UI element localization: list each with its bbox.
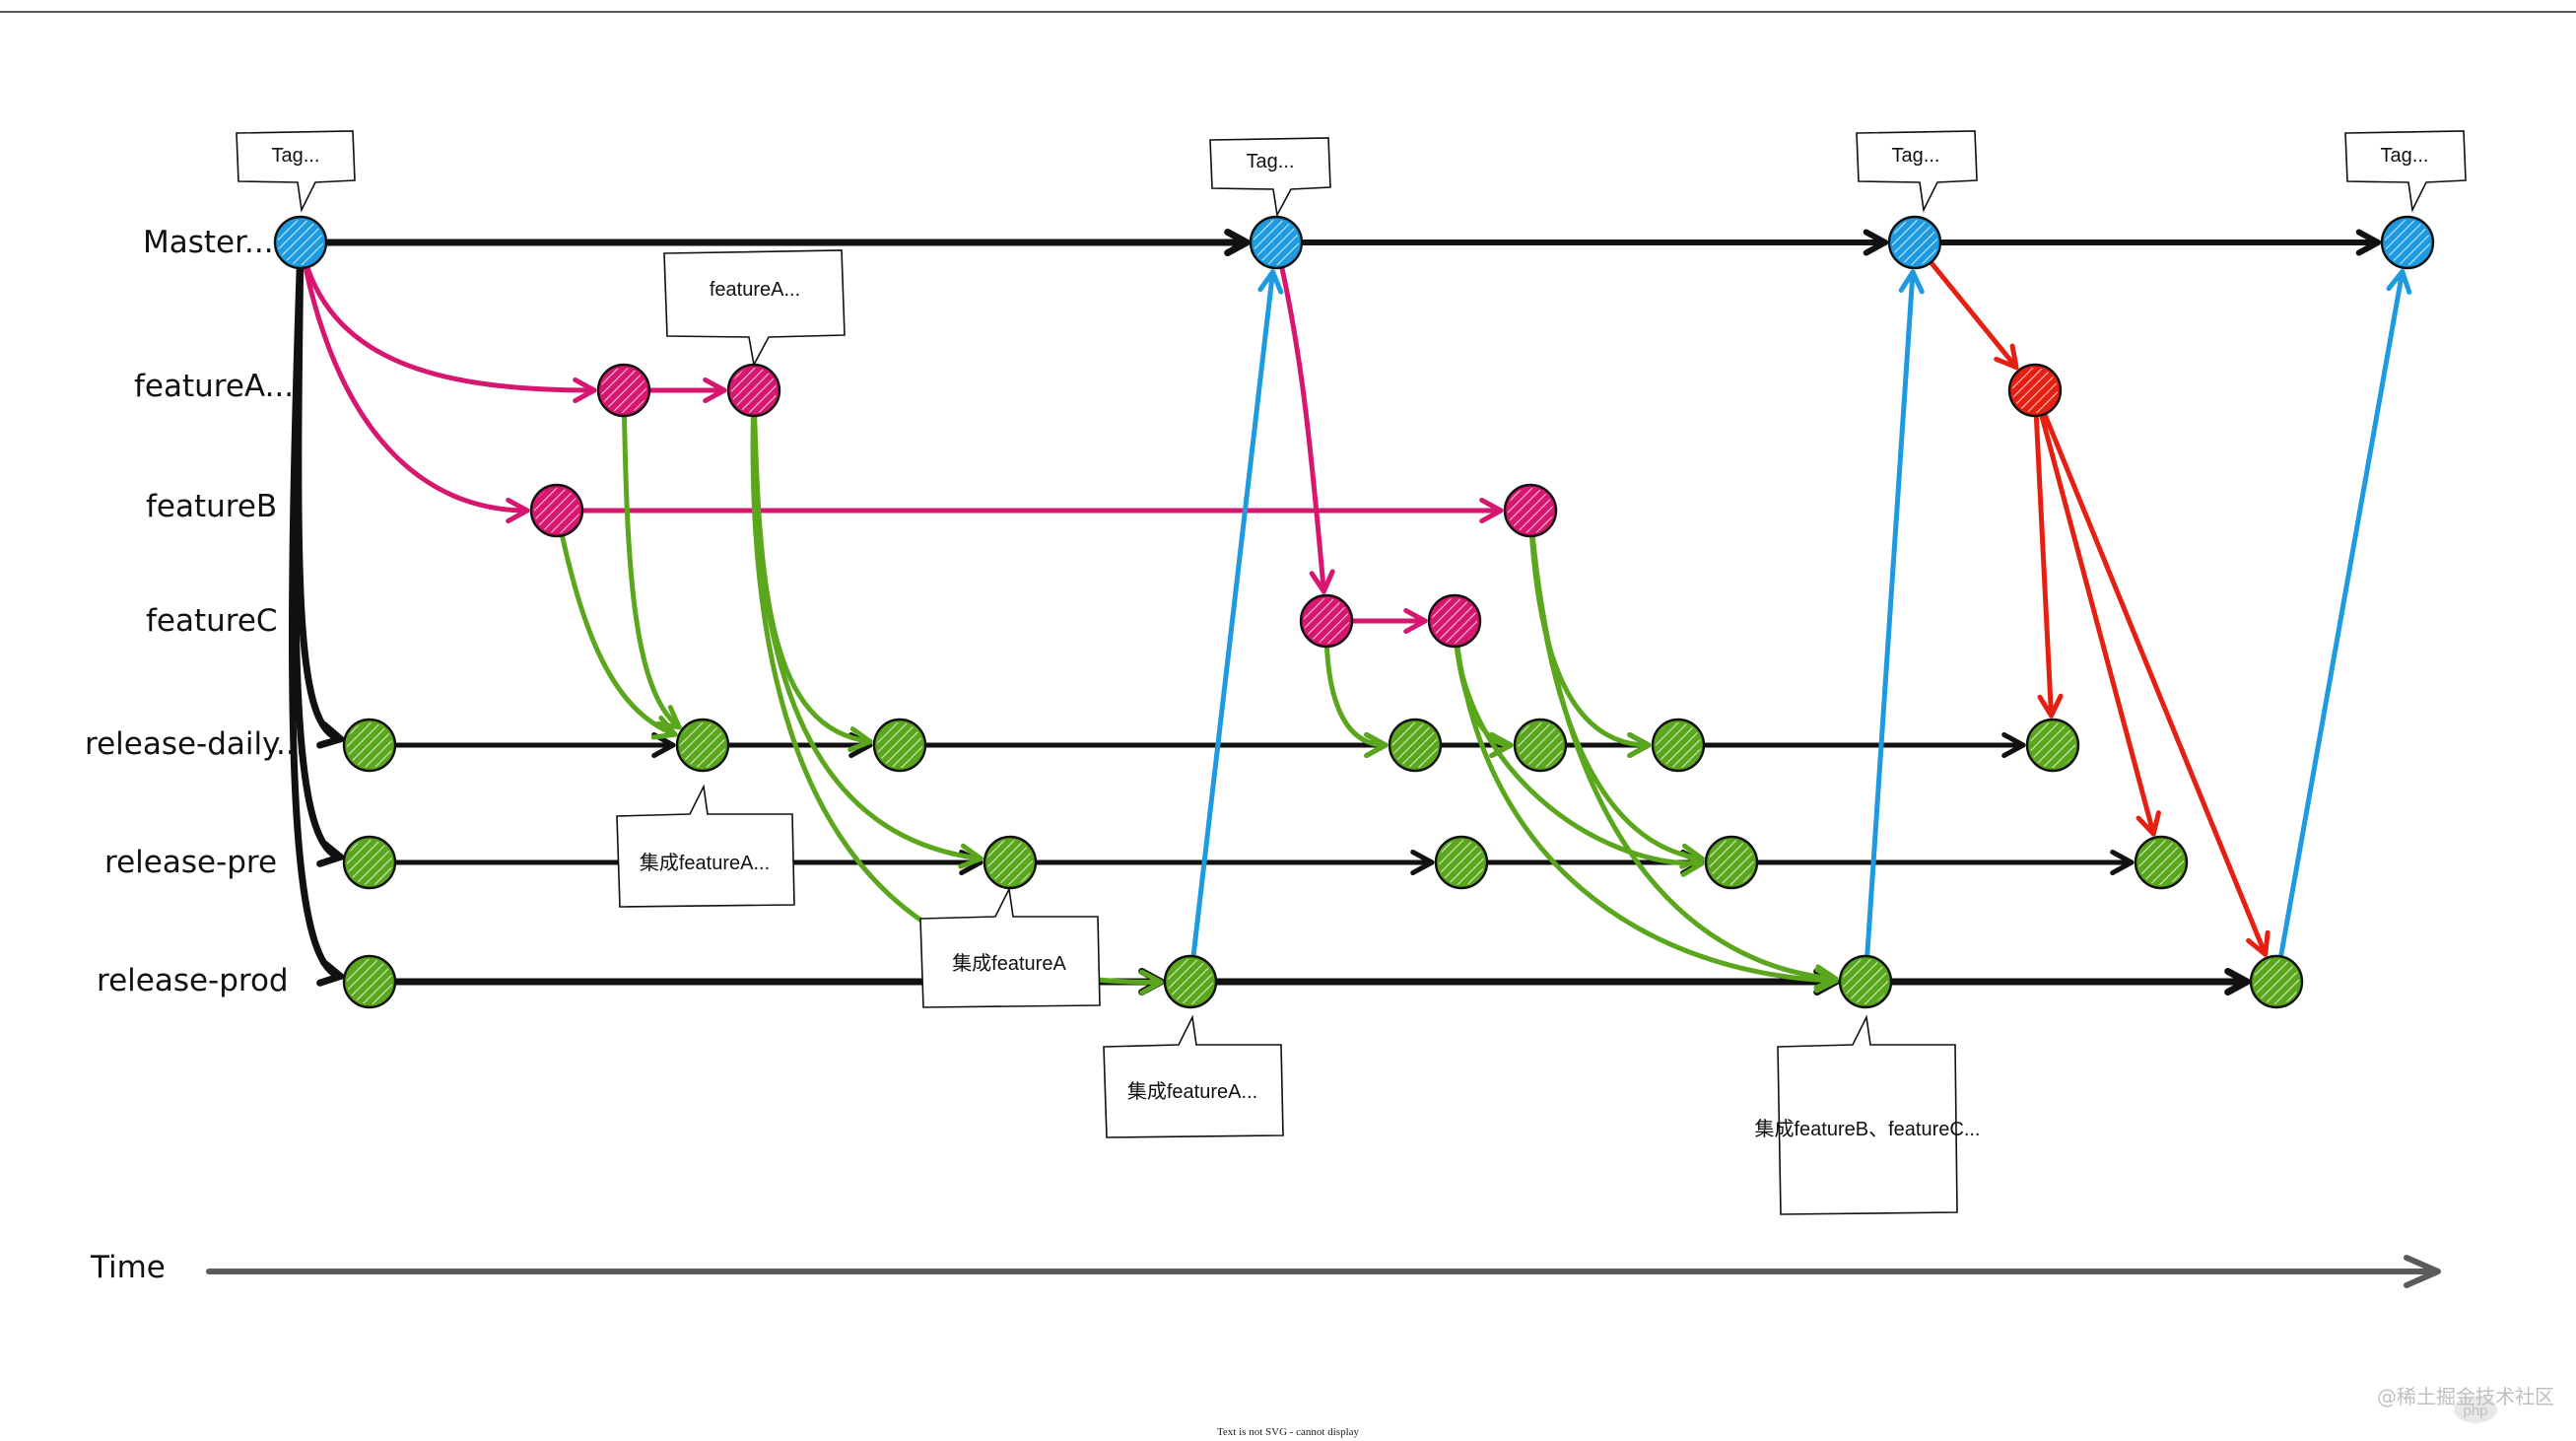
commit-node-pre-4 (1704, 835, 1759, 890)
commit-node-featureB-2 (1503, 483, 1558, 538)
tag-callout-4-text: Tag... (2381, 145, 2429, 167)
edge-featureC-1-to-featureC-2 (1349, 607, 1428, 635)
edge-prod-4-to-master-4 (2278, 269, 2412, 959)
commit-node-prod-4 (2249, 954, 2304, 1009)
commit-node-daily-1 (342, 718, 397, 773)
commit-node-daily-2 (675, 718, 730, 773)
lane-label-featureB: featureB (146, 489, 277, 524)
edge-prod-2-to-prod-3 (1212, 967, 1840, 996)
tag-callout-1-text: Tag... (272, 145, 320, 167)
edge-prod-2-to-master-2 (1190, 269, 1284, 959)
commit-node-daily-5 (1513, 718, 1568, 773)
edge-master-3-to-hotfix-1 (1928, 259, 2019, 371)
integrate-bc-callout: 集成featureB、featureC... (1755, 1014, 1981, 1215)
lane-label-featureC: featureC (146, 603, 278, 639)
watermark-badge (2454, 1396, 2497, 1423)
commit-node-pre-5 (2134, 835, 2189, 890)
tag-callout-4: Tag... (2344, 130, 2467, 213)
edge-master-2-to-master-3 (1299, 229, 1888, 256)
commit-node-master-2 (1249, 215, 1304, 270)
commit-node-master-1 (273, 215, 328, 270)
edge-featureA-2-to-prod-2 (750, 387, 1164, 995)
commit-node-prod-1 (342, 954, 397, 1009)
integrate-prod-callout: 集成featureA... (1103, 1014, 1284, 1138)
lane-labels: Master... featureA... featureB featureC … (85, 225, 305, 998)
edge-featureA-1-to-daily-2 (621, 387, 682, 730)
commit-node-daily-4 (1388, 718, 1443, 773)
commit-node-daily-7 (2025, 718, 2080, 773)
edge-featureB-2-to-prod-3 (1527, 508, 1839, 991)
edge-master-2-to-featureC-1 (1273, 240, 1335, 594)
edge-daily-1-to-daily-2 (392, 731, 676, 759)
edge-hotfix-1-to-prod-4 (2042, 411, 2271, 957)
edge-featureC-2-to-prod-3 (1452, 618, 1839, 994)
edge-master-1-to-featureA-1 (298, 240, 597, 404)
tag-callout-2: Tag... (1209, 137, 1331, 218)
tag-callout-3: Tag... (1856, 130, 1978, 213)
time-axis-arrowhead (2404, 1255, 2441, 1288)
edge-prod-3-to-prod-4 (1887, 967, 2251, 996)
edge-featureB-1-to-featureB-2 (579, 497, 1504, 524)
integrate-daily-callout-text: 集成featureA... (640, 852, 770, 874)
edge-hotfix-1-to-daily-7 (2033, 413, 2064, 719)
edge-master-3-to-master-4 (1937, 229, 2381, 256)
integrate-pre-callout-text: 集成featureA (952, 952, 1066, 975)
commit-node-master-4 (2380, 215, 2435, 270)
commit-node-pre-2 (983, 835, 1038, 890)
lane-label-featureA: featureA... (134, 369, 294, 404)
edge-featureA-2-to-pre-2 (751, 387, 983, 869)
commit-node-featureB-1 (529, 483, 584, 538)
edge-master-1-to-prod-1 (288, 239, 345, 987)
lane-label-release-prod: release-prod (97, 963, 289, 998)
time-axis: Time (90, 1250, 2441, 1288)
footer-note: Text is not SVG - cannot display (1217, 1426, 1360, 1438)
commit-node-daily-6 (1651, 718, 1706, 773)
edge-pre-2-to-pre-3 (1033, 849, 1435, 876)
integrate-pre-callout: 集成featureA (919, 886, 1101, 1008)
watermark: php @稀土掘金技术社区 (2377, 1385, 2554, 1423)
lane-label-release-daily: release-daily... (85, 726, 305, 762)
commit-node-prod-2 (1163, 954, 1218, 1009)
lane-label-release-pre: release-pre (104, 845, 277, 880)
commit-node-pre-3 (1434, 835, 1489, 890)
edge-master-1-to-featureB-1 (298, 240, 530, 524)
featureA-callout-text: featureA... (710, 279, 800, 301)
edge-hotfix-1-to-pre-5 (2039, 412, 2161, 837)
edge-featureA-1-to-featureA-2 (646, 377, 727, 404)
commit-node-featureA-2 (726, 363, 781, 418)
time-label: Time (90, 1250, 166, 1285)
commit-node-hotfix-1 (2007, 363, 2063, 418)
commit-node-prod-3 (1838, 954, 1893, 1009)
edge-daily-3-to-daily-4 (922, 731, 1389, 759)
tag-callout-2-text: Tag... (1247, 151, 1295, 172)
integrate-daily-callout: 集成featureA... (616, 784, 795, 908)
edge-pre-4-to-pre-5 (1754, 849, 2135, 876)
edge-featureB-1-to-daily-2 (554, 508, 678, 740)
lane-label-master: Master... (143, 225, 274, 260)
integrate-bc-callout-text: 集成featureB、featureC... (1755, 1118, 1981, 1140)
commit-node-pre-1 (342, 835, 397, 890)
watermark-badge-text: php (2463, 1403, 2487, 1419)
watermark-text: @稀土掘金技术社区 (2377, 1385, 2554, 1408)
featureA-callout: featureA... (663, 249, 846, 368)
commit-node-daily-3 (872, 718, 927, 773)
integrate-prod-callout-text: 集成featureA... (1127, 1080, 1257, 1103)
edge-master-1-to-master-2 (322, 228, 1251, 257)
edge-daily-6-to-daily-7 (1701, 731, 2026, 759)
edge-featureA-2-to-daily-3 (751, 387, 873, 753)
commit-node-master-3 (1887, 215, 1942, 270)
commit-node-featureC-2 (1427, 593, 1482, 649)
tag-callout-3-text: Tag... (1892, 145, 1940, 167)
commit-node-featureA-1 (596, 363, 651, 418)
callouts: Tag... Tag... Tag... Tag... featureA... … (236, 130, 2467, 1215)
commit-node-featureC-1 (1299, 593, 1354, 649)
tag-callout-1: Tag... (236, 130, 356, 213)
edge-prod-3-to-master-3 (1864, 269, 1925, 959)
edges (288, 228, 2412, 996)
commit-nodes (273, 215, 2435, 1009)
